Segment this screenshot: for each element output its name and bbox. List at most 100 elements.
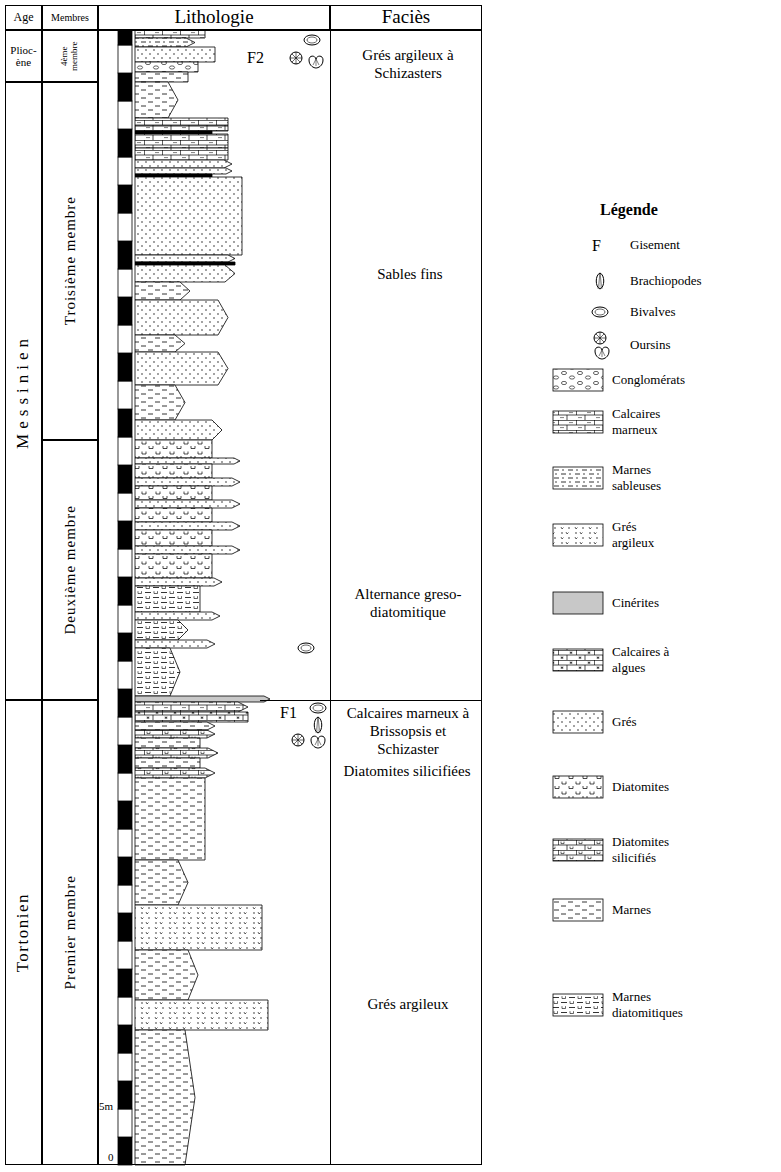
scale-segment	[118, 30, 132, 45]
deposit-label: F1	[280, 703, 297, 722]
scale-segment	[118, 913, 132, 941]
legend-text: Bivalves	[630, 304, 676, 320]
legend-text: Conglomérats	[612, 372, 685, 388]
scale-segment	[118, 521, 132, 549]
scale-segment	[118, 213, 132, 241]
legend-symbol	[594, 332, 606, 344]
legend-swatch	[553, 776, 603, 798]
bed	[135, 950, 198, 1000]
bed	[135, 546, 240, 554]
bed	[135, 486, 212, 500]
legend-swatch	[553, 994, 603, 1016]
bed	[135, 118, 228, 126]
bed	[135, 160, 232, 168]
legend-text: Marnes diatomitiques	[612, 989, 697, 1020]
bed	[135, 758, 200, 768]
legend-title: Légende	[600, 200, 658, 219]
scale-segment	[118, 353, 132, 381]
scale-segment	[118, 829, 132, 857]
legend-swatch	[553, 899, 603, 921]
scale-segment	[118, 969, 132, 997]
legend-text: Marnes sableuses	[612, 462, 682, 493]
bed	[135, 722, 215, 730]
scale-segment	[118, 73, 132, 101]
scale-segment	[118, 689, 132, 717]
scale-segment	[118, 857, 132, 885]
legend-text: Cinérites	[612, 595, 659, 611]
bed	[135, 458, 240, 464]
legend-text: Grés	[612, 714, 637, 730]
bed	[135, 500, 240, 508]
lithology-beds	[135, 30, 270, 1165]
facies-label: Diatomites silicifiées	[334, 762, 480, 780]
facies-label: Grés argileux	[336, 995, 480, 1013]
legend-symbol	[592, 307, 608, 317]
table-cell: 4ème membre	[42, 30, 98, 82]
scale-segment	[118, 325, 132, 353]
facies-label: Grés argileux à Schizasters	[342, 46, 474, 82]
bed	[135, 478, 240, 486]
bed	[135, 640, 215, 648]
scale-segment	[118, 465, 132, 493]
legend-text: Brachiopodes	[630, 273, 701, 289]
scale-segment	[118, 269, 132, 297]
legend-swatch	[553, 467, 603, 489]
scale-segment	[118, 577, 132, 605]
bed	[135, 265, 235, 282]
scale-segment	[118, 801, 132, 829]
legend-text: Diatomites	[612, 779, 669, 795]
cell-text: Plioc- ène	[7, 44, 40, 68]
facies-label: Alternance greso- diatomitique	[336, 585, 480, 621]
bed	[135, 300, 228, 335]
table-cell: Messinien	[5, 82, 42, 700]
bed	[135, 134, 228, 148]
bed	[135, 748, 218, 758]
bed	[135, 335, 185, 352]
legend-text: Calcaires marneux	[612, 406, 682, 437]
table-cell: Troisième membre	[42, 82, 98, 440]
facies-label: Calcaires marneux à Brissopsis et Schiza…	[338, 704, 478, 758]
bed	[135, 420, 222, 440]
table-cell: Lithologie	[98, 5, 330, 30]
bed	[135, 620, 188, 640]
bed	[135, 578, 222, 586]
bed	[135, 508, 212, 522]
rotated-cell-text: Premier membre	[62, 875, 79, 989]
cell-text: Membres	[51, 12, 89, 23]
scale-segment	[118, 549, 132, 577]
legend-text: Marnes	[612, 902, 651, 918]
scale-segment	[118, 885, 132, 913]
bed	[135, 648, 180, 696]
bed	[135, 282, 190, 300]
scale-segment	[118, 1081, 132, 1109]
bed	[135, 554, 212, 578]
table-cell: Membres	[42, 5, 98, 30]
scale-segment	[118, 241, 132, 269]
bed	[135, 778, 205, 860]
bed	[135, 1030, 195, 1165]
legend-symbol	[596, 273, 604, 289]
bed	[135, 352, 228, 385]
bed	[135, 255, 235, 262]
bed	[135, 72, 188, 82]
scale-label: 0	[108, 1151, 114, 1164]
scale-segment	[118, 941, 132, 969]
bed	[135, 464, 212, 478]
scale-segment	[118, 409, 132, 437]
bed	[135, 860, 188, 905]
scale-segment	[118, 493, 132, 521]
rotated-cell-text: 4ème membre	[60, 34, 80, 78]
bed	[135, 82, 178, 118]
scale-label: 5m	[99, 1100, 113, 1113]
table-cell: Tortonien	[5, 700, 42, 1165]
bed	[135, 440, 212, 458]
table-cell: Premier membre	[42, 700, 98, 1165]
legend-symbol: F	[592, 236, 601, 255]
table-cell: Faciès	[330, 5, 482, 30]
bed	[135, 730, 215, 738]
bed	[135, 30, 205, 38]
bed	[135, 131, 212, 134]
table-cell: Age	[5, 5, 42, 30]
scale-segment	[118, 101, 132, 129]
bed	[135, 62, 198, 72]
